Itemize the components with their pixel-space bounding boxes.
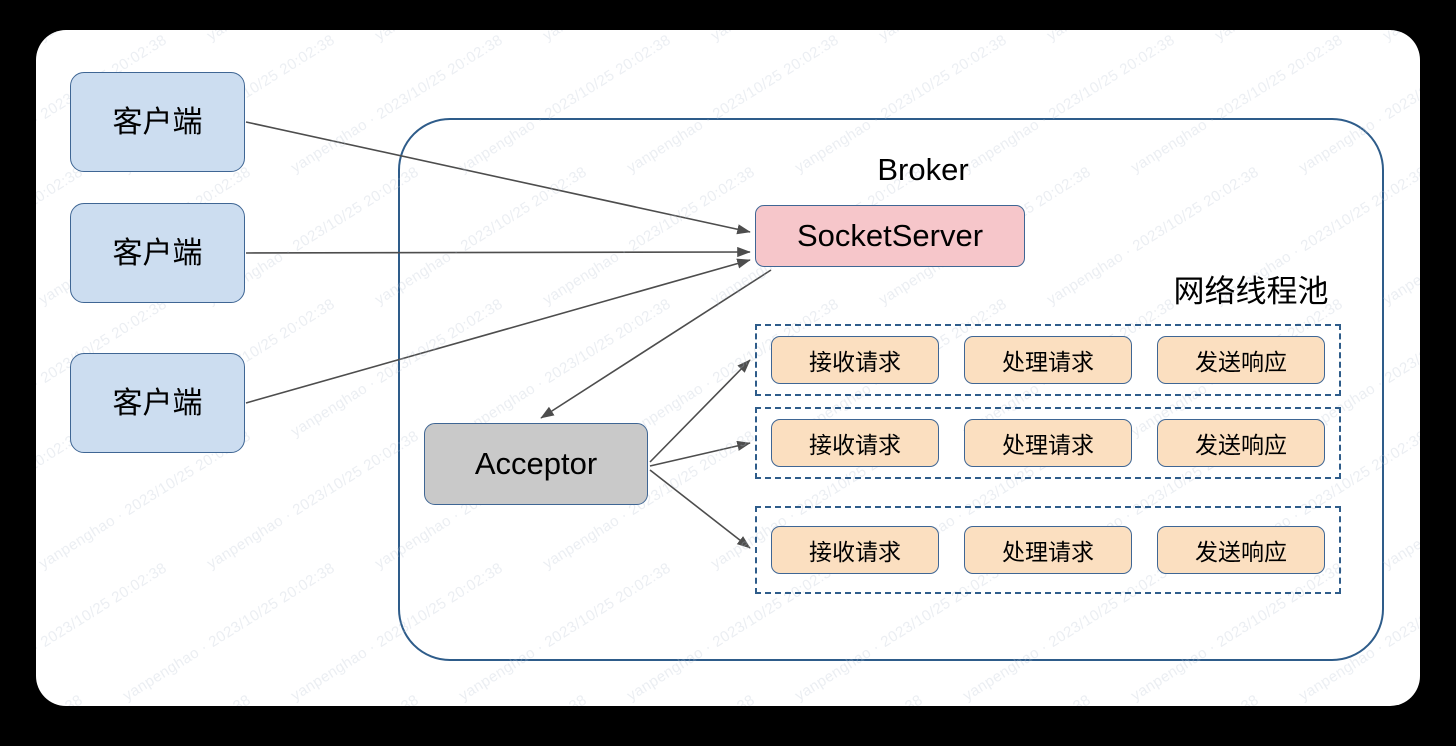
thread-pool-row: 接收请求 处理请求 发送响应 <box>755 506 1341 594</box>
watermark-text: yanpenghao · 2023/10/25 20:02:38 <box>1380 30 1420 44</box>
task-process-request[interactable]: 处理请求 <box>964 526 1132 574</box>
watermark-text: yanpenghao · 2023/10/25 20:02:38 <box>1044 30 1262 44</box>
watermark-text: yanpenghao · 2023/10/25 20:02:38 <box>1380 163 1420 309</box>
socketserver-box[interactable]: SocketServer <box>755 205 1025 267</box>
task-send-response[interactable]: 发送响应 <box>1157 526 1325 574</box>
watermark-text: yanpenghao · 2023/10/25 20:02:38 <box>1044 691 1262 706</box>
acceptor-label: Acceptor <box>474 445 598 481</box>
broker-title: Broker <box>877 152 969 187</box>
acceptor-box[interactable]: Acceptor <box>424 423 648 505</box>
watermark-text: yanpenghao · 2023/10/25 20:02:38 <box>876 691 1094 706</box>
network-thread-pool-title: 网络线程池 <box>1173 274 1329 309</box>
task-process-request[interactable]: 处理请求 <box>964 419 1132 467</box>
watermark-text: yanpenghao · 2023/10/25 20:02:38 <box>876 30 1094 44</box>
watermark-text: yanpenghao · 2023/10/25 20:02:38 <box>708 691 926 706</box>
watermark-text: yanpenghao · 2023/10/25 20:02:38 <box>1380 427 1420 573</box>
watermark-text: yanpenghao · 2023/10/25 20:02:38 <box>372 30 590 44</box>
task-receive-request[interactable]: 接收请求 <box>771 336 939 384</box>
client-box-3[interactable]: 客户端 <box>70 353 245 453</box>
client-box-1[interactable]: 客户端 <box>70 72 245 172</box>
watermark-text: yanpenghao · 2023/10/25 20:02:38 <box>36 30 86 44</box>
client-label: 客户端 <box>112 105 203 139</box>
watermark-text: yanpenghao · 2023/10/25 20:02:38 <box>372 691 590 706</box>
watermark-text: yanpenghao · 2023/10/25 20:02:38 <box>540 30 758 44</box>
watermark-text: yanpenghao · 2023/10/25 20:02:38 <box>120 559 338 705</box>
watermark-text: yanpenghao · 2023/10/25 20:02:38 <box>36 691 86 706</box>
client-label: 客户端 <box>112 386 203 420</box>
watermark-text: yanpenghao · 2023/10/25 20:02:38 <box>1212 30 1420 44</box>
watermark-text: yanpenghao · 2023/10/25 20:02:38 <box>36 559 170 704</box>
watermark-text: yanpenghao · 2023/10/25 20:02:38 <box>1212 691 1420 706</box>
thread-pool-row: 接收请求 处理请求 发送响应 <box>755 407 1341 479</box>
thread-pool-row: 接收请求 处理请求 发送响应 <box>755 324 1341 396</box>
watermark-text: yanpenghao · 2023/10/25 20:02:38 <box>1380 691 1420 706</box>
task-receive-request[interactable]: 接收请求 <box>771 419 939 467</box>
task-process-request[interactable]: 处理请求 <box>964 336 1132 384</box>
watermark-text: yanpenghao · 2023/10/25 20:02:38 <box>540 691 758 706</box>
task-send-response[interactable]: 发送响应 <box>1157 419 1325 467</box>
socketserver-label: SocketServer <box>796 217 984 253</box>
watermark-text: yanpenghao · 2023/10/25 20:02:38 <box>204 30 422 44</box>
watermark-text: yanpenghao · 2023/10/25 20:02:38 <box>36 691 254 706</box>
watermark-text: yanpenghao · 2023/10/25 20:02:38 <box>708 30 926 44</box>
client-box-2[interactable]: 客户端 <box>70 203 245 303</box>
watermark-text: yanpenghao · 2023/10/25 20:02:38 <box>36 30 254 44</box>
client-label: 客户端 <box>112 236 203 270</box>
watermark-text: yanpenghao · 2023/10/25 20:02:38 <box>204 691 422 706</box>
diagram-card: 客户端 客户端 客户端 Broker SocketServer Acceptor… <box>36 30 1420 706</box>
task-send-response[interactable]: 发送响应 <box>1157 336 1325 384</box>
task-receive-request[interactable]: 接收请求 <box>771 526 939 574</box>
